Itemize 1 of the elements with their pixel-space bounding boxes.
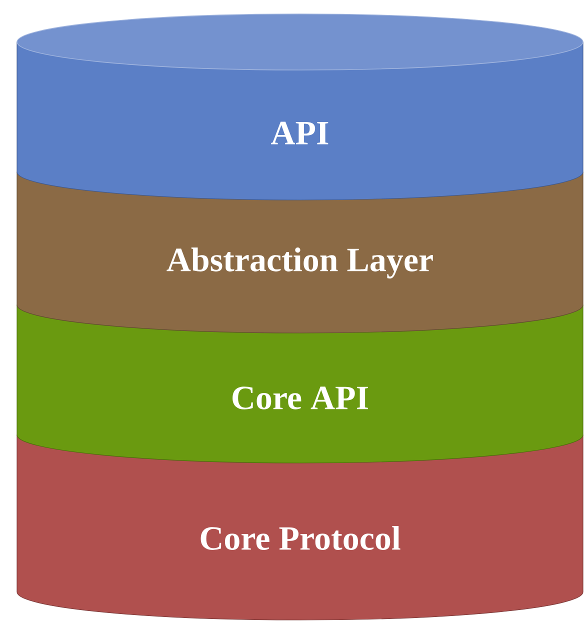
cylinder-layer: API bbox=[16, 14, 584, 200]
